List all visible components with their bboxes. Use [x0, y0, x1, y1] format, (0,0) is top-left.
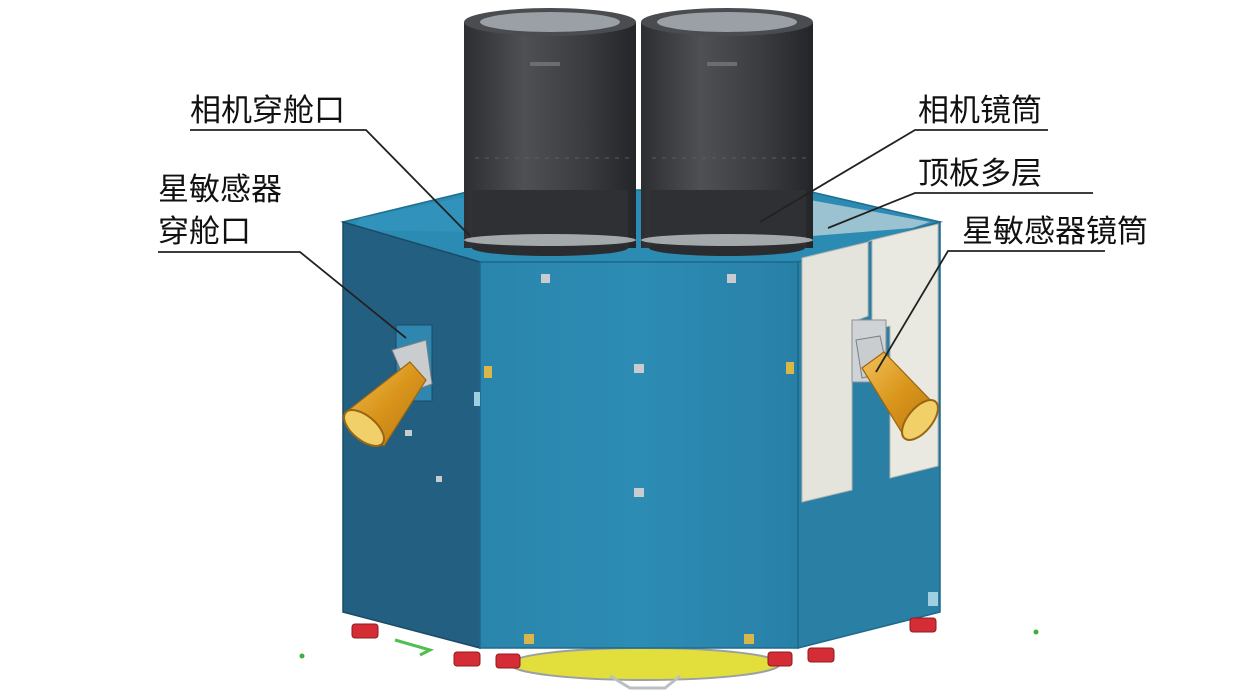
camera-tube-right	[641, 8, 813, 256]
label-camera-tube: 相机镜筒	[918, 93, 1042, 129]
label-top-mli: 顶板多层	[918, 156, 1042, 192]
body-front-face	[479, 261, 799, 649]
camera-tube-left	[464, 8, 636, 256]
label-star-sensor-tube: 星敏感器镜筒	[962, 214, 1148, 250]
support-feet	[351, 617, 937, 669]
star-sensor-baffle-right	[855, 335, 939, 441]
star-sensor-baffle-left	[343, 339, 433, 447]
label-star-sensor-port-line1: 星敏感器	[158, 172, 282, 208]
ground-debris	[299, 629, 1039, 659]
leader-lines	[158, 129, 1105, 373]
adapter-ring	[509, 647, 781, 681]
label-star-sensor-port-line2: 穿舱口	[158, 214, 251, 250]
adapter-bracket	[609, 674, 681, 690]
label-camera-port: 相机穿舱口	[190, 93, 345, 129]
panel-fasteners	[405, 274, 736, 497]
